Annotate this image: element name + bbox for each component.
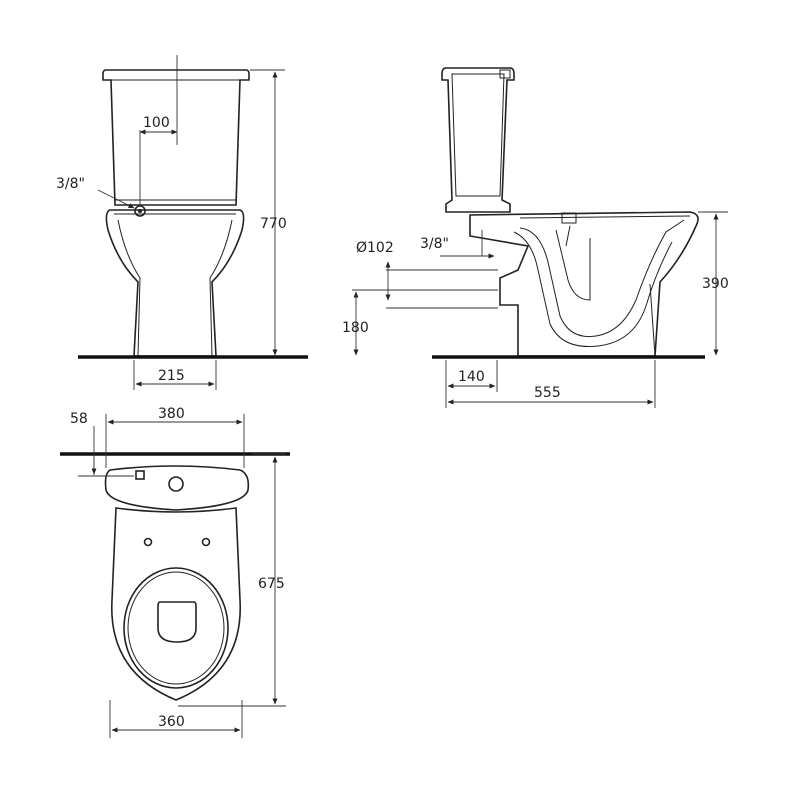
top-seat-hole-right [201,537,211,547]
dim-outlet-projection-label: 140 [458,369,485,385]
dim-front-thread-label: 3/8" [56,176,85,192]
top-tank-lid [104,465,250,511]
dim-bowl-height-label: 390 [702,276,729,292]
side-view: 3/8" Ø102 180 390 140 555 [342,67,729,408]
top-seat-hole-left [143,537,153,547]
top-seat-ring [123,567,229,689]
front-view: 100 3/8" 770 215 [56,55,308,390]
side-tank [441,67,515,213]
dim-inlet-offset-label: 100 [143,115,170,131]
top-view: 58 380 675 360 [60,406,290,738]
dim-base-width-label: 215 [158,368,185,384]
dim-tank-width-label: 380 [158,406,185,422]
side-bowl [469,211,699,357]
front-tank [102,69,250,206]
dim-length-label: 675 [258,576,285,592]
dim-bowl-width-label: 360 [158,714,185,730]
top-inlet-valve [135,470,145,480]
dim-height-label: 770 [260,216,287,232]
top-flush-button [168,476,184,492]
front-bowl-rim [105,209,245,357]
top-bowl-outline [111,507,241,701]
dim-side-thread-label: 3/8" [420,236,449,252]
dim-depth-label: 555 [534,385,561,401]
dim-outlet-height-label: 180 [342,320,369,336]
dim-outlet-diameter-label: Ø102 [356,240,394,256]
top-drain-opening [157,601,197,643]
dim-wall-offset-label: 58 [70,411,88,427]
